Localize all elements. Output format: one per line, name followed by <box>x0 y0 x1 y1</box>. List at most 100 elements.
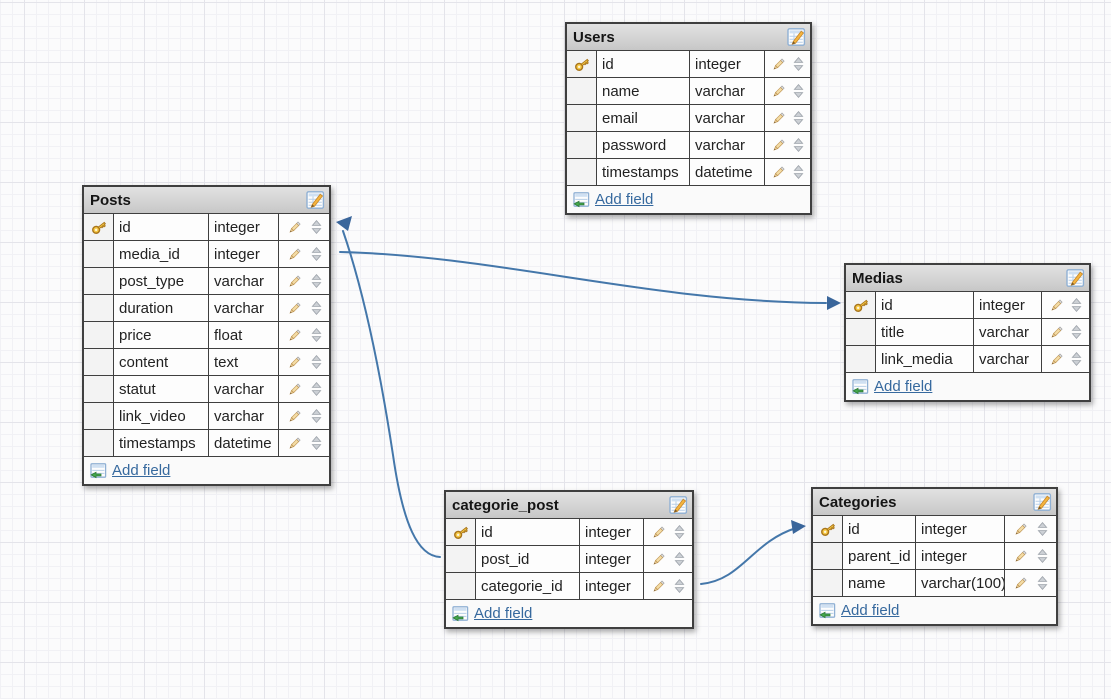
edit-field-icon[interactable] <box>287 247 302 262</box>
move-field-icon[interactable] <box>793 110 804 126</box>
move-field-icon[interactable] <box>311 273 322 289</box>
edit-field-icon[interactable] <box>287 355 302 370</box>
edit-field-icon[interactable] <box>1049 325 1064 340</box>
add-field-link[interactable]: Add field <box>474 605 533 622</box>
edit-field-icon[interactable] <box>287 436 302 451</box>
edit-table-icon[interactable] <box>1066 269 1085 287</box>
table-header-medias[interactable]: Medias <box>846 265 1089 292</box>
field-actions <box>1042 319 1089 345</box>
edit-field-icon[interactable] <box>1013 576 1028 591</box>
move-field-icon[interactable] <box>1037 521 1048 537</box>
table-header-categories[interactable]: Categories <box>813 489 1056 516</box>
field-type: float <box>209 322 279 348</box>
move-field-icon[interactable] <box>311 300 322 316</box>
move-field-icon[interactable] <box>674 551 685 567</box>
move-field-icon[interactable] <box>311 327 322 343</box>
move-field-icon[interactable] <box>793 164 804 180</box>
edit-field-icon[interactable] <box>651 525 666 540</box>
move-field-icon[interactable] <box>1037 548 1048 564</box>
edit-field-icon[interactable] <box>1049 298 1064 313</box>
add-field-link[interactable]: Add field <box>874 378 933 395</box>
add-field-icon <box>452 605 469 622</box>
relation-posts-medias[interactable] <box>339 251 827 304</box>
edit-field-icon[interactable] <box>287 274 302 289</box>
move-field-icon[interactable] <box>1071 297 1082 313</box>
edit-field-icon[interactable] <box>1013 522 1028 537</box>
relation-categorie_post-posts[interactable] <box>342 230 441 558</box>
edit-table-icon[interactable] <box>669 496 688 514</box>
edit-field-icon[interactable] <box>771 84 786 99</box>
relation-categorie_post-categories[interactable] <box>700 527 797 585</box>
edit-field-icon[interactable] <box>287 409 302 424</box>
add-field-link[interactable]: Add field <box>841 602 900 619</box>
edit-field-icon[interactable] <box>771 165 786 180</box>
edit-table-icon[interactable] <box>306 191 325 209</box>
table-title: Medias <box>852 269 903 287</box>
table-header-users[interactable]: Users <box>567 24 810 51</box>
move-field-icon[interactable] <box>674 578 685 594</box>
move-field-icon[interactable] <box>311 354 322 370</box>
edit-field-icon[interactable] <box>287 382 302 397</box>
add-field-link[interactable]: Add field <box>595 191 654 208</box>
edit-field-icon[interactable] <box>287 220 302 235</box>
move-field-icon[interactable] <box>793 56 804 72</box>
field-name: price <box>114 322 209 348</box>
edit-field-icon[interactable] <box>771 138 786 153</box>
edit-field-icon[interactable] <box>1013 549 1028 564</box>
edit-table-icon[interactable] <box>1033 493 1052 511</box>
move-field-icon[interactable] <box>793 137 804 153</box>
edit-field-icon[interactable] <box>651 579 666 594</box>
move-field-icon[interactable] <box>1037 575 1048 591</box>
move-field-icon[interactable] <box>311 408 322 424</box>
move-field-icon[interactable] <box>674 524 685 540</box>
table-header-categorie_post[interactable]: categorie_post <box>446 492 692 519</box>
edit-field-icon[interactable] <box>651 552 666 567</box>
edit-field-icon[interactable] <box>771 57 786 72</box>
move-field-icon[interactable] <box>311 435 322 451</box>
edit-field-icon[interactable] <box>287 301 302 316</box>
edit-field-icon[interactable] <box>771 111 786 126</box>
move-field-icon[interactable] <box>1071 351 1082 367</box>
move-field-icon[interactable] <box>311 219 322 235</box>
add-field-link[interactable]: Add field <box>112 462 171 479</box>
primary-key-cell <box>567 51 597 77</box>
edit-table-icon[interactable] <box>787 28 806 46</box>
edit-field-icon[interactable] <box>1049 352 1064 367</box>
table-header-posts[interactable]: Posts <box>84 187 329 214</box>
move-field-icon[interactable] <box>311 246 322 262</box>
move-field-icon[interactable] <box>311 381 322 397</box>
move-field-icon[interactable] <box>1071 324 1082 340</box>
edit-field-icon[interactable] <box>287 328 302 343</box>
arrowhead-to-categories <box>791 520 806 534</box>
move-field-icon[interactable] <box>793 83 804 99</box>
